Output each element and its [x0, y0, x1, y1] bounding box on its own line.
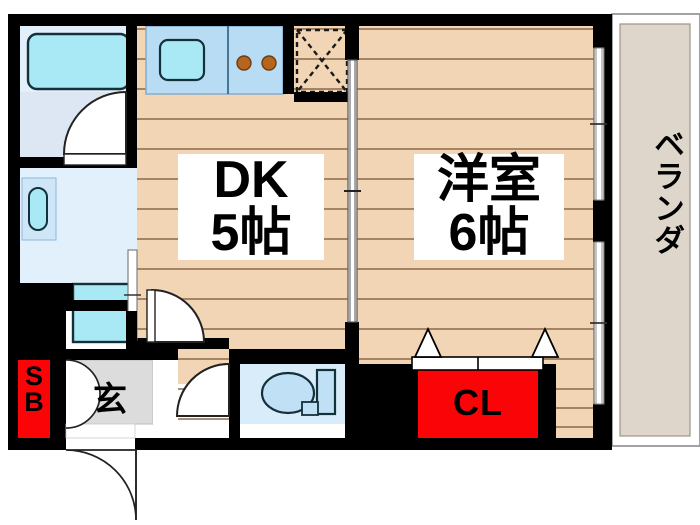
closet-fold-triangle-right — [530, 326, 560, 358]
wall-washroom-lower-block — [20, 283, 73, 311]
veranda-label-text: ベランダ — [649, 128, 684, 256]
wall-genkan-top — [66, 349, 178, 360]
veranda-label: ベランダ — [628, 128, 684, 256]
closet-label: CL — [453, 382, 503, 423]
wall-right-window-bottom — [593, 404, 605, 446]
wall-top-left — [20, 14, 137, 26]
closet-body — [418, 370, 538, 438]
entrance-door[interactable] — [65, 423, 137, 521]
toilet-door[interactable] — [153, 360, 230, 424]
bedroom-sliver-plank-lines — [556, 388, 593, 428]
shoe-box-label: S B — [18, 361, 50, 418]
gas-burner-left-icon — [236, 55, 252, 71]
kitchen-sink — [158, 38, 206, 82]
bedroom-label-line1: 洋室 — [436, 151, 541, 209]
toilet-flush-handle — [301, 401, 319, 416]
wall-overhead-under — [294, 92, 352, 102]
wall-right-window-mid — [593, 200, 605, 242]
bedroom-room-label: 洋室 6帖 — [414, 151, 564, 263]
shoe-box — [18, 360, 50, 438]
wall-top-main — [137, 14, 600, 26]
wall-left-outer — [8, 14, 20, 450]
wall-hall-toilet — [229, 349, 240, 438]
wall-washroom-dk-lower — [126, 311, 137, 349]
veranda-sliding-door-lower[interactable] — [590, 241, 607, 405]
wall-dk-bedroom-lower — [345, 322, 359, 446]
bedroom-floor-sliver — [556, 370, 593, 438]
wall-dk-bedroom-upper — [345, 26, 359, 60]
wall-dk-bottom — [137, 338, 229, 349]
toilet-bowl — [260, 371, 316, 415]
genkan-inner-swing — [65, 359, 101, 429]
dk-room-label: DK 5帖 — [178, 151, 324, 263]
wall-right-window-top — [593, 26, 605, 48]
wall-washroom-genkan — [20, 300, 137, 311]
veranda-floor — [619, 23, 691, 437]
wall-wet-dk — [126, 26, 137, 157]
dk-label-line1: DK — [213, 151, 289, 209]
dk-label-line2: 5帖 — [210, 204, 292, 263]
gas-burner-right-icon — [261, 55, 277, 71]
bathroom-door[interactable] — [62, 90, 127, 166]
veranda-sliding-door-upper[interactable] — [590, 47, 607, 201]
genkan-label: 玄 — [93, 381, 127, 419]
wall-kitchen-end — [283, 26, 294, 94]
dk-hall-door[interactable] — [146, 288, 206, 343]
wall-bottom — [8, 438, 612, 450]
shoe-box-label-line1: S — [24, 361, 43, 391]
toilet-tank — [315, 368, 337, 416]
dk-bedroom-sliding-door[interactable] — [344, 59, 361, 323]
washing-machine-space — [71, 282, 133, 344]
bathtub — [26, 32, 131, 91]
wall-closet-left — [359, 364, 418, 438]
bedroom-label-line2: 6帖 — [448, 204, 530, 263]
closet-fold-triangle-left — [413, 326, 443, 358]
wash-basin-bowl — [28, 187, 48, 231]
wall-closet-right — [538, 364, 556, 438]
shoe-box-label-line2: B — [24, 387, 44, 418]
wall-toilet-top — [240, 349, 352, 364]
